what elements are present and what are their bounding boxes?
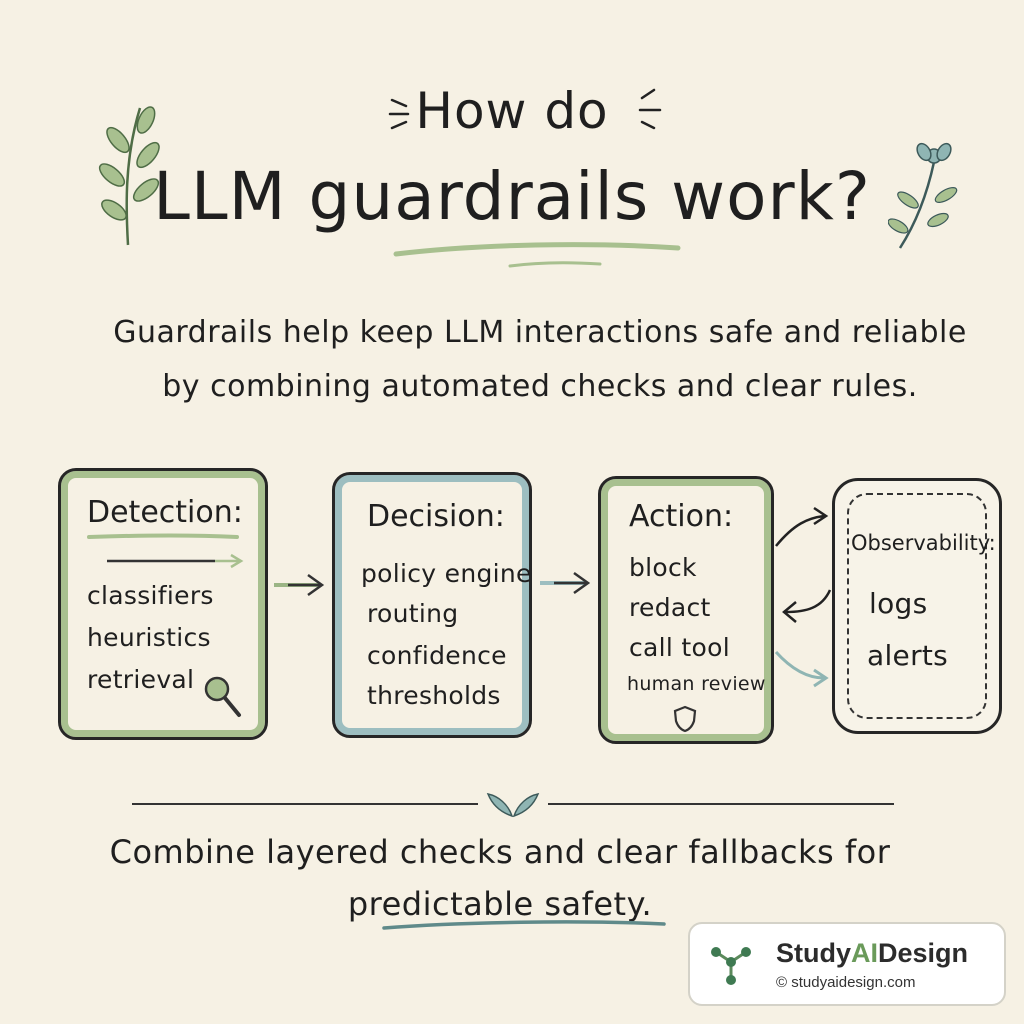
brand-url[interactable]: © studyaidesign.com (776, 974, 916, 991)
brand-suffix: Design (878, 938, 969, 968)
dashed-border (847, 493, 987, 719)
decision-item: thresholds (367, 681, 501, 710)
conclusion-text: Combine layered checks and clear fallbac… (60, 826, 940, 930)
leaf-sprig-left-icon (98, 106, 160, 246)
observability-heading: Observability: (851, 531, 996, 555)
arrow-right-icon (540, 571, 591, 595)
flower-sprig-right-icon (888, 142, 958, 249)
sparkle-left-icon (388, 98, 410, 130)
brand-ai: AI (851, 938, 879, 968)
title-line-1: How do (415, 82, 609, 140)
observability-card: Observability: logs alerts (832, 478, 1002, 734)
conclusion-underline (382, 920, 666, 930)
detection-heading: Detection: (87, 495, 243, 530)
heading-underline (87, 533, 244, 569)
conclusion-line-1: Combine layered checks and clear fallbac… (109, 833, 891, 871)
decision-item: routing (367, 599, 459, 628)
detection-card: Detection: classifiers heuristics retrie… (58, 468, 268, 740)
decision-heading: Decision: (367, 499, 505, 534)
brand-name: StudyAIDesign (776, 938, 968, 969)
observability-item: logs (869, 587, 928, 620)
action-item: block (629, 553, 697, 582)
flow-arrows (774, 506, 832, 688)
magnifier-icon (204, 676, 241, 717)
action-item: human review (627, 673, 766, 695)
action-item: redact (629, 593, 711, 622)
molecule-logo-icon (711, 947, 751, 985)
intro-line-1: Guardrails help keep LLM interactions sa… (113, 315, 967, 350)
brand-prefix: Study (776, 938, 852, 968)
observability-item: alerts (867, 639, 949, 672)
decision-item: policy engine (361, 559, 532, 588)
detection-item: classifiers (87, 581, 214, 610)
brand-badge[interactable]: StudyAIDesign © studyaidesign.com (688, 922, 1006, 1006)
divider-sprout (132, 792, 894, 818)
decision-item: confidence (367, 641, 507, 670)
arrow-right-icon (274, 573, 325, 597)
page-title: LLM guardrails work? (153, 158, 871, 235)
title-underline (393, 242, 681, 268)
shield-icon (673, 705, 697, 733)
action-heading: Action: (629, 499, 734, 534)
action-card: Action: block redact call tool human rev… (598, 476, 774, 744)
sparkle-right-icon (638, 88, 662, 130)
decision-card: Decision: policy engine routing confiden… (332, 472, 532, 738)
conclusion-line-2: predictable safety. (347, 885, 653, 923)
intro-text: Guardrails help keep LLM interactions sa… (80, 306, 1000, 414)
detection-item: heuristics (87, 623, 211, 652)
intro-line-2: by combining automated checks and clear … (162, 369, 918, 404)
action-item: call tool (629, 633, 730, 662)
detection-item: retrieval (87, 665, 195, 694)
